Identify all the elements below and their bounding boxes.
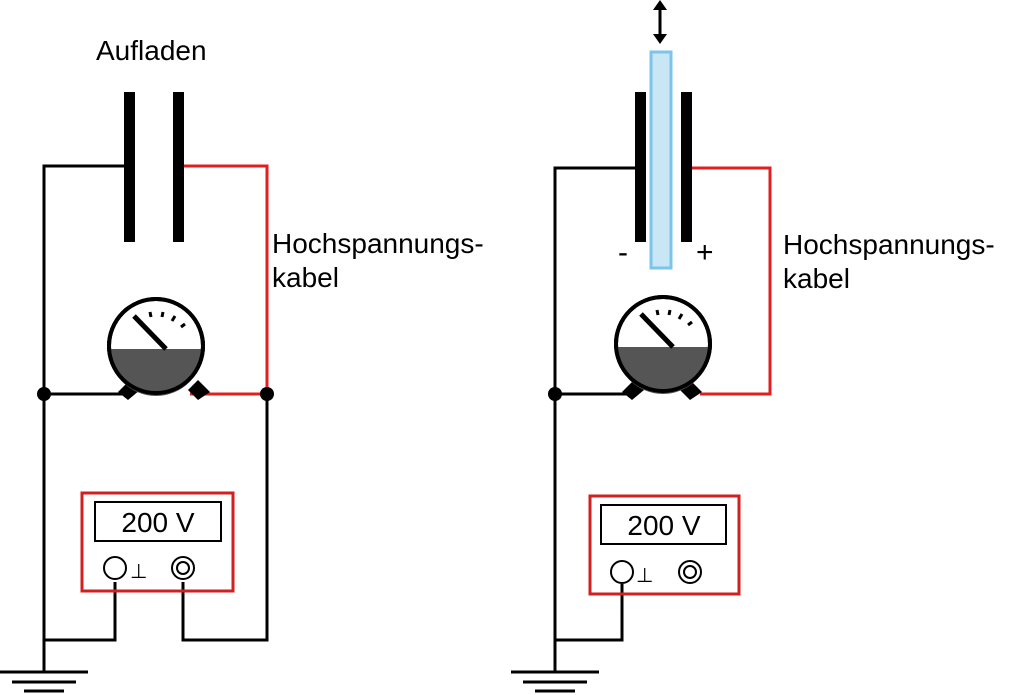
left-cable-label-line2: kabel xyxy=(272,262,339,293)
left-circuit: Aufladen xyxy=(0,35,484,693)
left-voltage-supply xyxy=(80,491,235,593)
right-ground-symbol: ⊥ xyxy=(636,565,653,587)
right-display-box xyxy=(600,504,727,545)
left-hv-socket xyxy=(171,556,195,580)
left-capacitor-plate-negative xyxy=(124,92,135,242)
left-capacitor-plate-positive xyxy=(173,92,184,242)
right-display-value: 200 V xyxy=(627,510,700,541)
left-supply-wire-plus xyxy=(181,394,269,642)
left-ground-socket xyxy=(103,556,127,580)
right-capacitor-plate-negative xyxy=(635,92,646,242)
right-hv-socket xyxy=(678,560,702,584)
left-hv-cable xyxy=(184,164,269,396)
right-circuit: - + 200 V ⊥ xyxy=(511,0,995,693)
right-voltage-supply xyxy=(588,494,741,596)
right-capacitor-plate-positive xyxy=(681,92,692,242)
double-arrow-vertical-icon xyxy=(653,0,667,44)
right-junction-dot xyxy=(548,387,562,401)
left-hv-socket-inner xyxy=(176,561,190,575)
right-electrometer-icon xyxy=(614,295,712,400)
left-display-value: 200 V xyxy=(121,507,194,538)
right-ground-wire xyxy=(553,166,635,660)
right-earth-ground-icon xyxy=(511,640,599,693)
left-electrometer-icon xyxy=(107,297,210,400)
right-hv-cable xyxy=(692,166,772,396)
right-supply-wire-ground xyxy=(555,584,624,642)
left-junction-dot xyxy=(260,387,274,401)
plus-sign: + xyxy=(696,236,714,269)
right-cable-label-line1: Hochspannungs- xyxy=(783,229,995,260)
left-cable-label-line1: Hochspannungs- xyxy=(272,228,484,259)
left-ground-symbol: ⊥ xyxy=(130,561,147,583)
right-hv-socket-inner xyxy=(683,565,697,579)
dielectric-slab[interactable] xyxy=(649,50,673,270)
left-supply-wire-ground xyxy=(44,582,117,642)
left-display-box xyxy=(94,501,222,542)
right-ground-socket xyxy=(610,560,634,584)
left-earth-ground-icon xyxy=(0,640,88,693)
left-title: Aufladen xyxy=(96,35,207,66)
left-junction-dot xyxy=(37,387,51,401)
minus-sign: - xyxy=(618,236,628,269)
right-cable-label-line2: kabel xyxy=(783,263,850,294)
left-ground-wire xyxy=(42,164,124,640)
